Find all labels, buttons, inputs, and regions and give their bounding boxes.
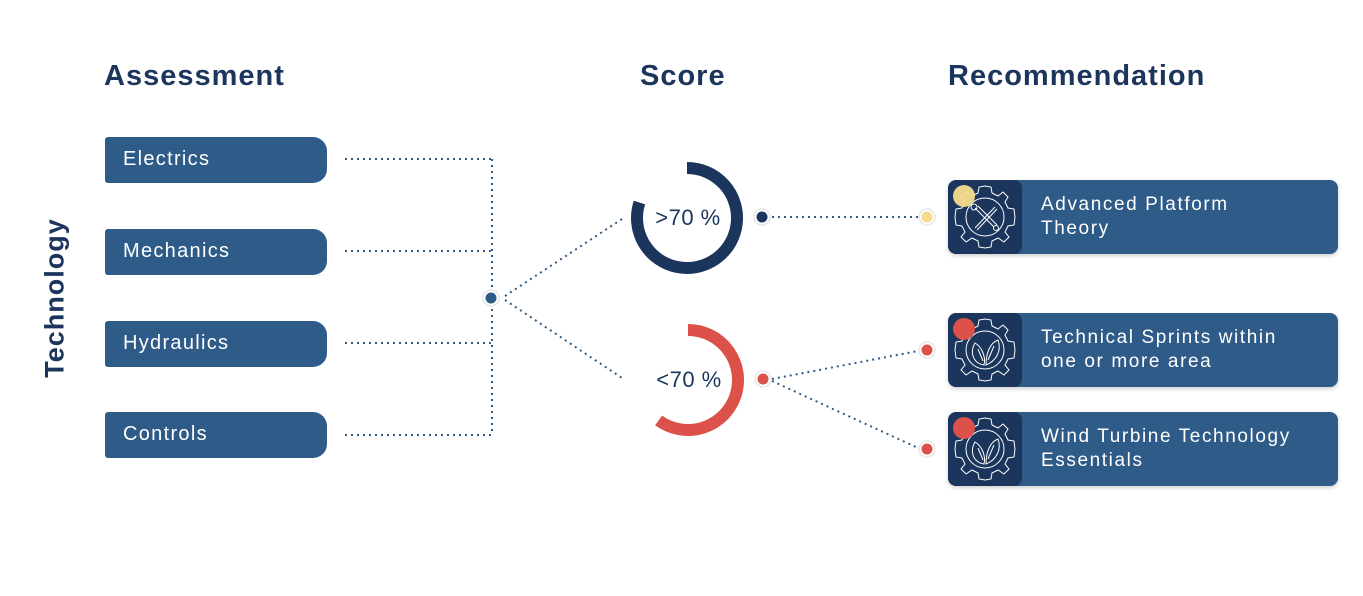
recommendation-label: Advanced Platform Theory bbox=[1041, 194, 1229, 239]
recommendation-card-technical-sprints: Technical Sprints within one or more are… bbox=[948, 313, 1338, 387]
badge-red bbox=[953, 417, 975, 439]
recommendation-heading: Recommendation bbox=[948, 60, 1206, 92]
score-ring-high bbox=[631, 162, 743, 274]
score-high-label: >70 % bbox=[655, 205, 721, 230]
wrench-screwdriver-gear-icon bbox=[948, 180, 1022, 254]
leaf-gear-icon bbox=[948, 313, 1022, 387]
assessment-heading: Assessment bbox=[104, 60, 285, 92]
connector-to-high bbox=[504, 218, 623, 297]
score-ring-low bbox=[655, 324, 744, 436]
assessment-hydraulics: Hydraulics bbox=[105, 321, 327, 367]
score-heading: Score bbox=[640, 60, 726, 92]
assessment-controls: Controls bbox=[105, 412, 327, 458]
connector-low-rec2 bbox=[771, 350, 919, 380]
score-low-label: <70 % bbox=[656, 367, 722, 392]
connector-to-low bbox=[504, 299, 623, 379]
recommendation-card-wind-turbine: Wind Turbine Technology Essentials bbox=[948, 412, 1338, 486]
recommendation-label: Wind Turbine Technology Essentials bbox=[1041, 426, 1291, 471]
connector-low-rec3 bbox=[771, 380, 919, 449]
badge-yellow bbox=[953, 185, 975, 207]
assessment-electrics: Electrics bbox=[105, 137, 327, 183]
recommendation-label: Technical Sprints within one or more are… bbox=[1041, 327, 1277, 372]
leaf-gear-icon bbox=[948, 412, 1022, 486]
assessment-mechanics: Mechanics bbox=[105, 229, 327, 275]
recommendation-card-advanced-platform: Advanced Platform Theory bbox=[948, 180, 1338, 254]
badge-red bbox=[953, 318, 975, 340]
